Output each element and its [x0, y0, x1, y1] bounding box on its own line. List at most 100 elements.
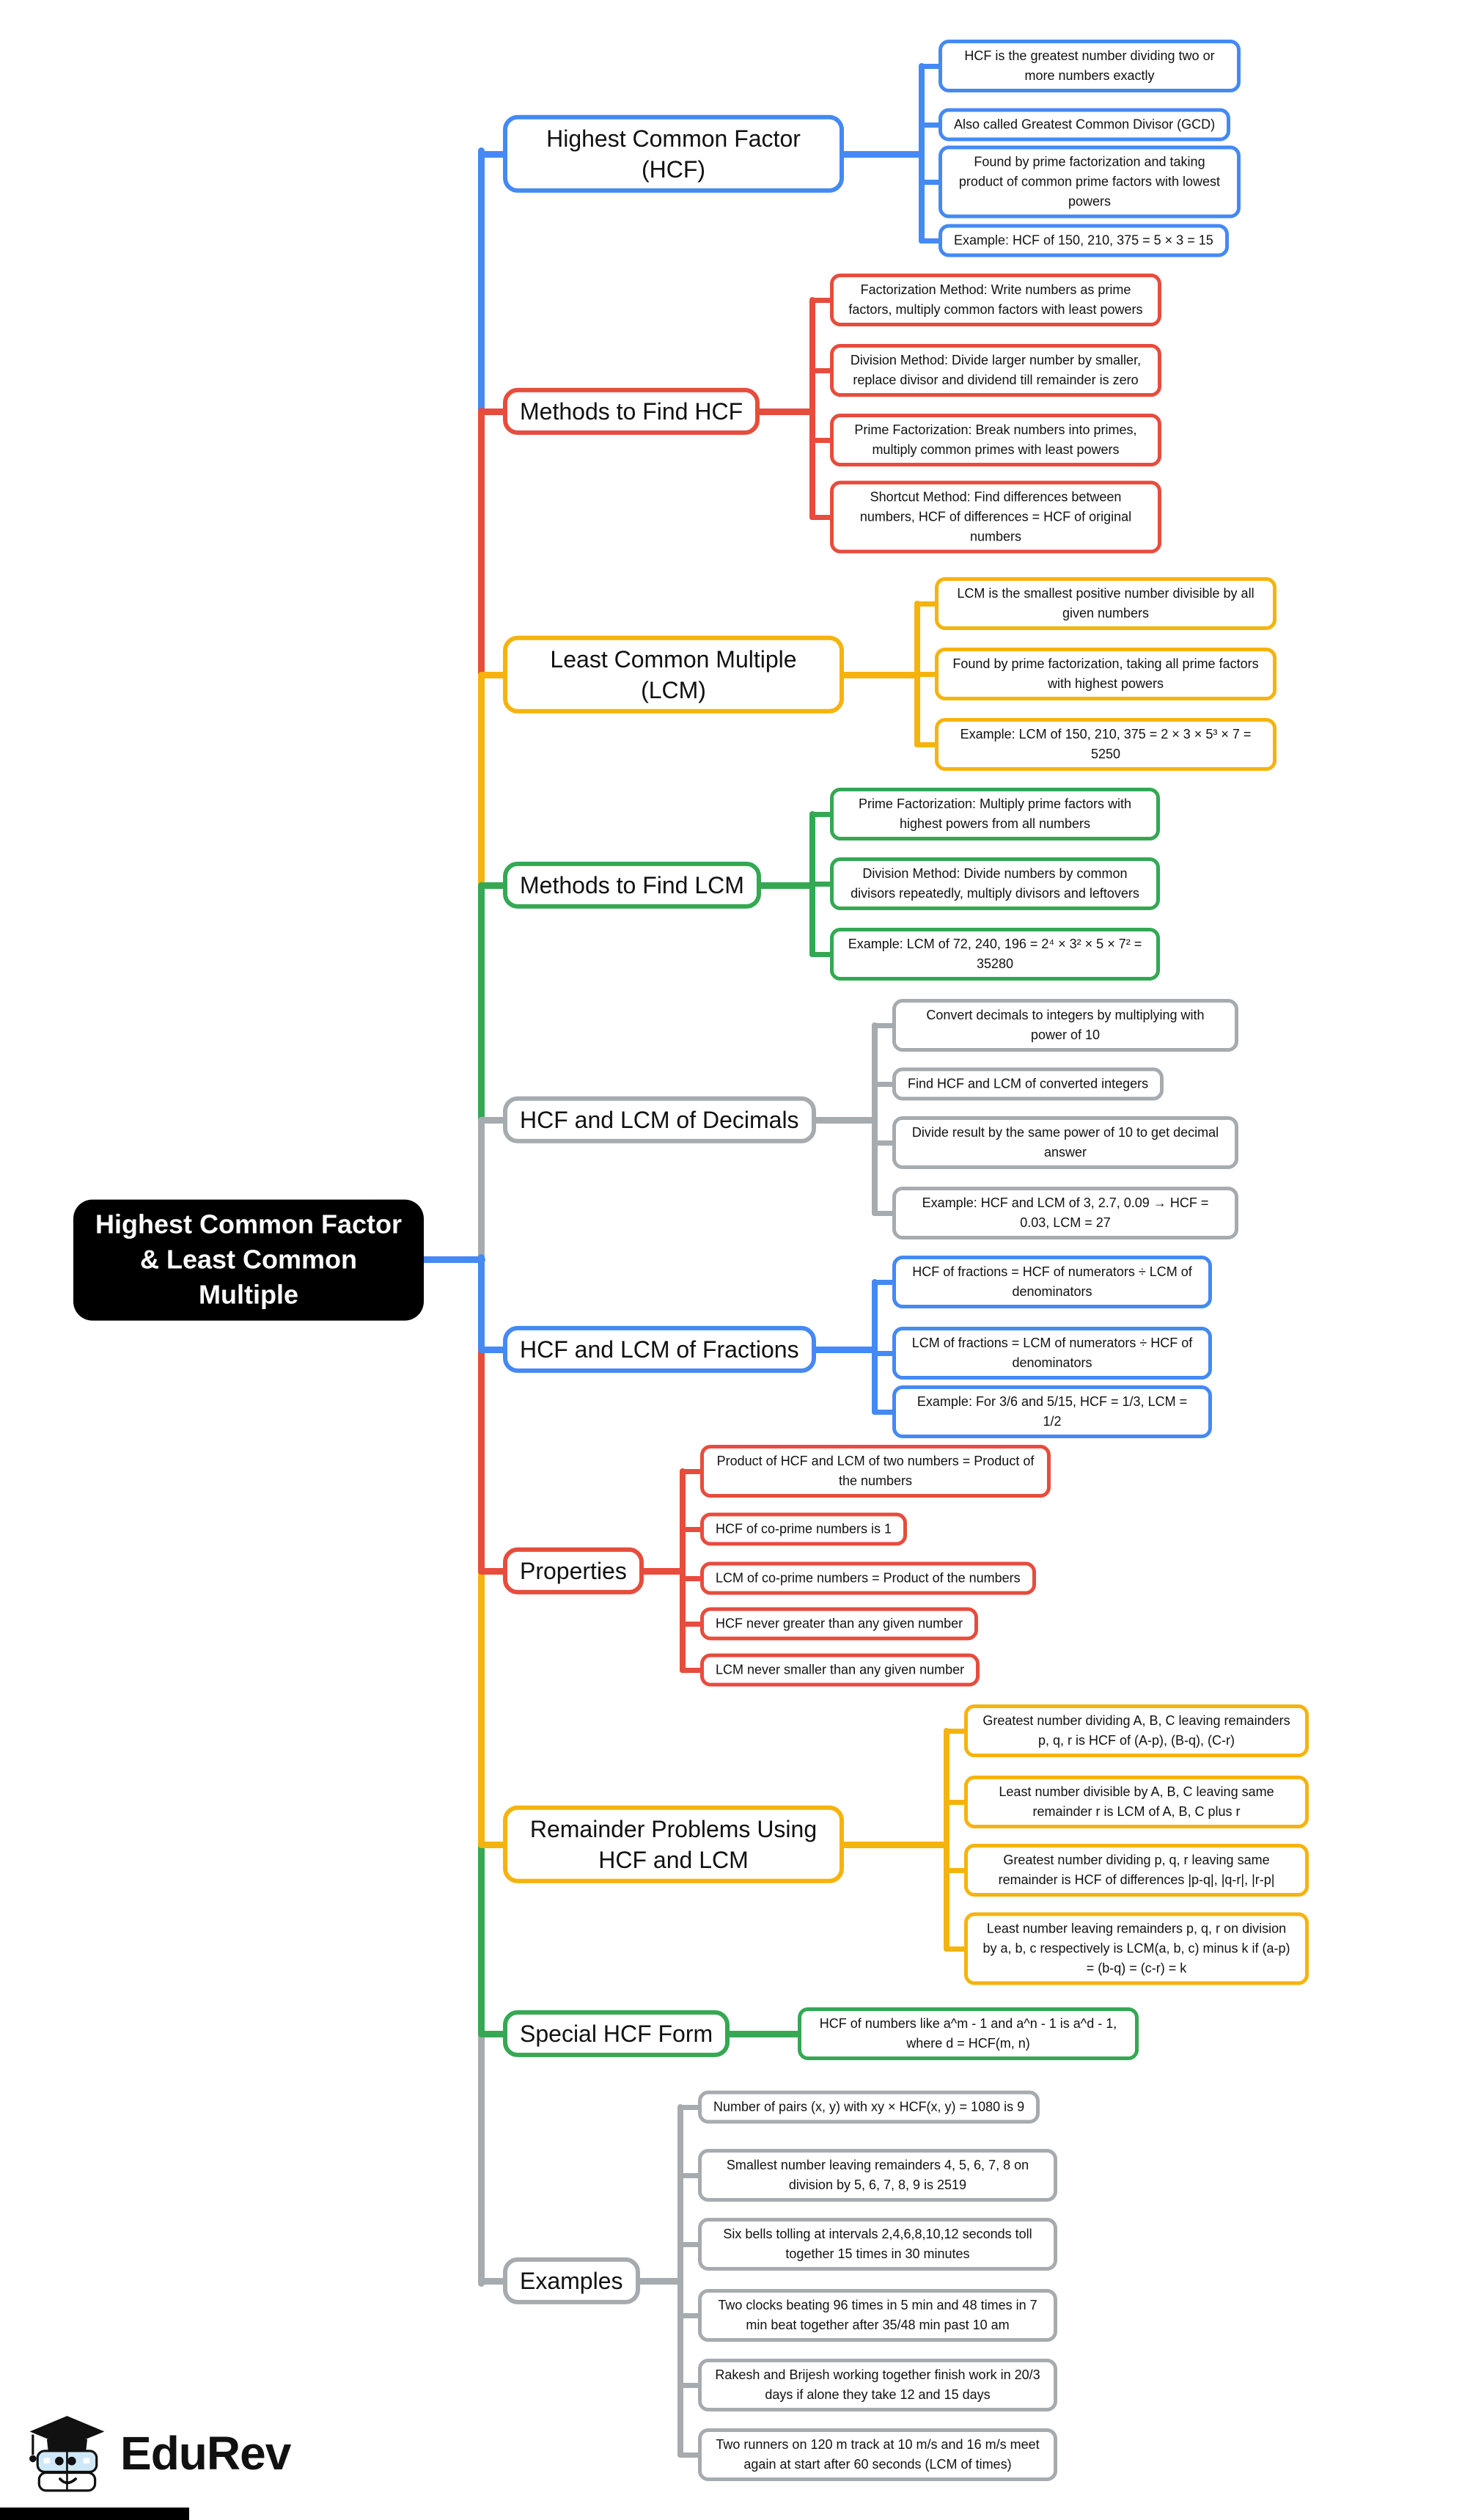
leaf-connector: [919, 64, 947, 69]
edurev-logo-icon: [29, 2416, 105, 2492]
leaf-node: Greatest number dividing p, q, r leaving…: [964, 1844, 1309, 1897]
leaf-connector: [677, 2173, 707, 2178]
branch-child-spine: [677, 2104, 683, 2458]
leaf-node: Prime Factorization: Multiply prime fact…: [830, 788, 1160, 840]
leaf-connector: [809, 952, 839, 957]
leaf-connector: [680, 1469, 709, 1474]
topic-node-least-common-multiple-lcm: Least Common Multiple (LCM): [503, 635, 844, 714]
leaf-node: Least number leaving remainders p, q, r …: [964, 1912, 1309, 1985]
leaf-node: Shortcut Method: Find differences betwee…: [830, 480, 1161, 554]
leaf-connector: [919, 122, 947, 128]
leaf-node: HCF is the greatest number dividing two …: [938, 40, 1241, 92]
leaf-node: HCF of fractions = HCF of numerators ÷ L…: [892, 1256, 1212, 1308]
leaf-connector: [680, 1668, 709, 1673]
leaf-node: Division Method: Divide larger number by…: [830, 344, 1161, 397]
leaf-node: Example: LCM of 72, 240, 196 = 2⁴ × 3² ×…: [830, 928, 1160, 981]
leaf-connector: [944, 1946, 973, 1952]
leaf-connector: [944, 1729, 973, 1734]
leaf-connector: [872, 1280, 901, 1285]
leaf-connector: [944, 1800, 973, 1805]
main-spine-segment: [478, 882, 485, 1123]
leaf-node: Found by prime factorization and taking …: [938, 145, 1241, 219]
leaf-node: LCM is the smallest positive number divi…: [935, 577, 1277, 630]
central-topic-node: Highest Common Factor & Least Common Mul…: [73, 1199, 424, 1321]
main-spine-segment: [478, 1117, 485, 1260]
leaf-connector: [680, 1527, 709, 1532]
leaf-node: Find HCF and LCM of converted integers: [892, 1067, 1164, 1101]
topic-node-highest-common-factor-hcf: Highest Common Factor (HCF): [503, 114, 844, 194]
leaf-connector: [872, 1351, 901, 1356]
leaf-node: HCF of numbers like a^m - 1 and a^n - 1 …: [798, 2007, 1139, 2060]
leaf-node: Factorization Method: Write numbers as p…: [830, 274, 1161, 326]
leaf-connector: [872, 1140, 901, 1146]
leaf-node: Greatest number dividing A, B, C leaving…: [964, 1704, 1309, 1757]
leaf-connector: [677, 2313, 707, 2318]
leaf-node: Example: HCF of 150, 210, 375 = 5 × 3 = …: [938, 224, 1229, 257]
main-spine-segment: [478, 1347, 485, 1574]
branch-child-spine: [919, 63, 925, 243]
leaf-node: Example: HCF and LCM of 3, 2.7, 0.09 → H…: [892, 1187, 1238, 1239]
leaf-node: Product of HCF and LCM of two numbers = …: [700, 1445, 1051, 1498]
leaf-connector: [809, 515, 839, 520]
topic-node-examples: Examples: [503, 2257, 640, 2305]
leaf-connector: [872, 1082, 901, 1087]
bottom-black-bar: [0, 2508, 189, 2520]
leaf-node: Found by prime factorization, taking all…: [935, 648, 1277, 700]
topic-node-methods-to-find-hcf: Methods to Find HCF: [503, 387, 760, 436]
topic-node-special-hcf-form: Special HCF Form: [503, 2010, 730, 2058]
leaf-node: Smallest number leaving remainders 4, 5,…: [698, 2149, 1057, 2202]
leaf-node: Prime Factorization: Break numbers into …: [830, 414, 1161, 466]
topic-node-properties: Properties: [503, 1547, 644, 1595]
branch-child-spine: [944, 1728, 949, 1952]
main-spine-segment: [478, 1568, 485, 1847]
main-spine-segment: [478, 672, 485, 888]
leaf-connector: [809, 438, 839, 443]
main-spine-segment: [478, 1254, 485, 1352]
leaf-node: HCF of co-prime numbers is 1: [700, 1512, 908, 1546]
leaf-node: Rakesh and Brijesh working together fini…: [698, 2359, 1057, 2411]
leaf-connector: [919, 238, 947, 243]
topic-node-remainder-problems-using-hcf-and-lcm: Remainder Problems Using HCF and LCM: [503, 1805, 844, 1884]
edurev-logo-text: EduRev: [120, 2427, 291, 2480]
main-spine-segment: [478, 2031, 485, 2287]
leaf-node: Two clocks beating 96 times in 5 min and…: [698, 2289, 1057, 2342]
leaf-connector: [809, 368, 839, 373]
leaf-connector: [919, 180, 947, 185]
leaf-node: LCM of co-prime numbers = Product of the…: [700, 1561, 1036, 1595]
leaf-node: LCM of fractions = LCM of numerators ÷ H…: [892, 1327, 1212, 1380]
leaf-node: Division Method: Divide numbers by commo…: [830, 857, 1160, 910]
leaf-node: Least number divisible by A, B, C leavin…: [964, 1776, 1309, 1828]
leaf-connector: [914, 672, 944, 677]
leaf-connector: [680, 1576, 709, 1581]
leaf-node: Six bells tolling at intervals 2,4,6,8,1…: [698, 2218, 1057, 2271]
leaf-node: Number of pairs (x, y) with xy × HCF(x, …: [698, 2090, 1040, 2124]
leaf-connector: [677, 2383, 707, 2388]
leaf-connector: [872, 1211, 901, 1216]
leaf-node: Example: For 3/6 and 5/15, HCF = 1/3, LC…: [892, 1385, 1212, 1438]
leaf-connector: [914, 742, 944, 747]
topic-node-hcf-and-lcm-of-fractions: HCF and LCM of Fractions: [503, 1325, 816, 1374]
leaf-node: Divide result by the same power of 10 to…: [892, 1116, 1238, 1169]
leaf-connector: [677, 2105, 707, 2110]
leaf-connector: [677, 2242, 707, 2247]
leaf-node: Convert decimals to integers by multiply…: [892, 999, 1238, 1052]
main-spine-segment: [478, 408, 485, 678]
leaf-node: Example: LCM of 150, 210, 375 = 2 × 3 × …: [935, 718, 1277, 771]
leaf-connector: [677, 2453, 707, 2458]
leaf-connector: [944, 1868, 973, 1873]
branch-child-spine: [809, 297, 815, 520]
branch-child-spine: [872, 1279, 878, 1415]
central-connector: [396, 1256, 485, 1263]
leaf-connector: [872, 1023, 901, 1028]
leaf-connector: [809, 298, 839, 303]
branch-child-spine: [872, 1022, 878, 1216]
leaf-node: Also called Greatest Common Divisor (GCD…: [938, 108, 1231, 142]
leaf-connector: [809, 882, 839, 887]
leaf-node: LCM never smaller than any given number: [700, 1653, 980, 1687]
topic-node-methods-to-find-lcm: Methods to Find LCM: [503, 861, 761, 909]
leaf-node: Two runners on 120 m track at 10 m/s and…: [698, 2428, 1057, 2481]
leaf-connector: [809, 812, 839, 817]
leaf-connector: [872, 1410, 901, 1415]
main-spine-segment: [478, 147, 485, 414]
